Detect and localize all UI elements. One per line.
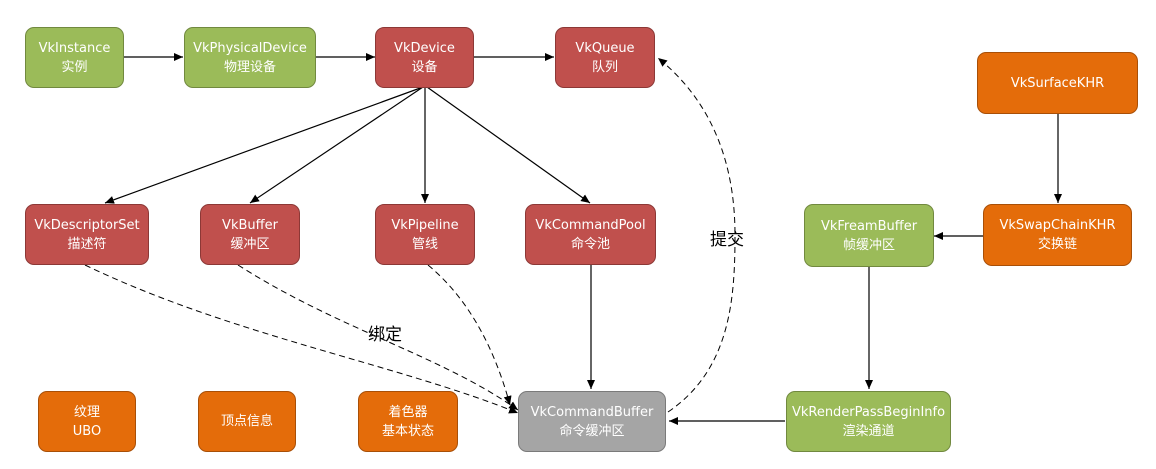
node-vk-pipeline-name: VkPipeline	[391, 217, 459, 233]
node-shader-state: 着色器 基本状态	[358, 391, 458, 452]
node-vk-descriptor-set-name: VkDescriptorSet	[34, 217, 140, 233]
node-texture-ubo-line2: UBO	[72, 423, 102, 439]
node-vk-command-buffer: VkCommandBuffer 命令缓冲区	[518, 391, 666, 452]
node-vk-pipeline: VkPipeline 管线	[375, 204, 475, 265]
edge-label-submit: 提交	[710, 230, 744, 250]
node-vk-descriptor-set-desc: 描述符	[67, 236, 107, 252]
node-vk-command-buffer-desc: 命令缓冲区	[559, 423, 625, 439]
node-vk-surface-khr-name: VkSurfaceKHR	[1010, 75, 1105, 91]
node-vk-render-pass-begin-info: VkRenderPassBeginInfo 渲染通道	[786, 391, 951, 452]
node-vk-device: VkDevice 设备	[375, 27, 474, 88]
node-shader-state-line1: 着色器	[388, 404, 428, 420]
node-vk-pipeline-desc: 管线	[411, 236, 438, 252]
node-vk-command-pool-name: VkCommandPool	[535, 217, 646, 233]
node-vk-buffer-desc: 缓冲区	[230, 236, 270, 252]
node-vk-instance: VkInstance 实例	[25, 27, 124, 88]
node-vk-swap-chain-khr-desc: 交换链	[1037, 237, 1077, 252]
node-texture-ubo-line1: 纹理	[73, 404, 100, 420]
node-vk-buffer: VkBuffer 缓冲区	[200, 204, 300, 265]
node-texture-ubo: 纹理 UBO	[38, 391, 136, 452]
node-vk-surface-khr: VkSurfaceKHR	[977, 52, 1138, 114]
node-vk-fream-buffer-desc: 帧缓冲区	[842, 237, 895, 253]
node-vertex-info-line1: 顶点信息	[220, 414, 273, 429]
node-vk-queue: VkQueue 队列	[555, 27, 655, 88]
arrow-device-to-command-pool	[426, 86, 591, 204]
node-vk-swap-chain-khr: VkSwapChainKHR 交换链	[983, 204, 1132, 266]
node-vk-command-buffer-name: VkCommandBuffer	[530, 404, 654, 420]
node-vertex-info: 顶点信息	[198, 391, 296, 452]
node-vk-physical-device-desc: 物理设备	[223, 59, 276, 75]
edge-label-bind: 绑定	[368, 325, 402, 345]
node-vk-device-name: VkDevice	[394, 40, 455, 56]
node-shader-state-line2: 基本状态	[381, 423, 434, 439]
dashed-arrow-pipeline-to-command-buffer	[427, 264, 512, 406]
node-vk-swap-chain-khr-name: VkSwapChainKHR	[999, 218, 1116, 233]
node-vk-physical-device: VkPhysicalDevice 物理设备	[184, 27, 316, 88]
arrow-device-to-descriptor-set	[104, 86, 424, 204]
node-vk-queue-name: VkQueue	[575, 40, 635, 56]
node-vk-fream-buffer: VkFreamBuffer 帧缓冲区	[804, 204, 934, 267]
node-vk-render-pass-begin-info-desc: 渲染通道	[842, 423, 895, 439]
node-vk-command-pool: VkCommandPool 命令池	[525, 204, 656, 265]
node-vk-physical-device-name: VkPhysicalDevice	[193, 40, 307, 56]
node-vk-instance-name: VkInstance	[38, 40, 111, 56]
dashed-arrow-descriptor-set-to-command-buffer	[84, 264, 519, 414]
node-vk-queue-desc: 队列	[591, 59, 618, 75]
node-vk-buffer-name: VkBuffer	[222, 217, 278, 233]
dashed-arrow-submit-command-buffer-to-queue	[657, 57, 736, 413]
node-vk-command-pool-desc: 命令池	[570, 236, 610, 252]
node-vk-render-pass-begin-info-name: VkRenderPassBeginInfo	[791, 404, 946, 420]
node-vk-fream-buffer-name: VkFreamBuffer	[820, 218, 918, 234]
dashed-arrow-buffer-to-command-buffer	[237, 264, 519, 411]
node-vk-instance-desc: 实例	[61, 59, 88, 75]
node-vk-descriptor-set: VkDescriptorSet 描述符	[25, 204, 149, 265]
arrow-device-to-buffer	[249, 86, 424, 204]
node-vk-device-desc: 设备	[411, 59, 438, 75]
